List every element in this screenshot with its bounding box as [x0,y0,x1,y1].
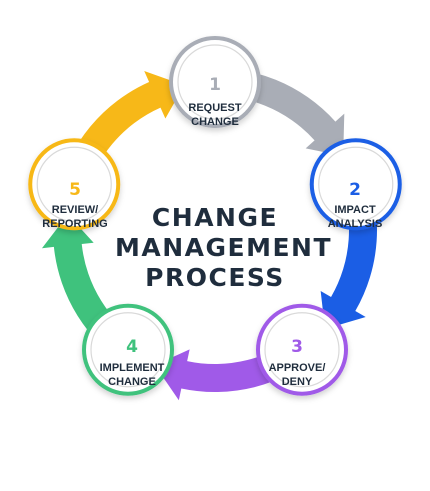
center-title-line-1: CHANGE [151,203,279,232]
step-2-label-line-1: IMPACT [334,204,376,216]
step-1-label-line-2: CHANGE [191,116,239,128]
step-2-number: 2 [349,180,361,200]
step-1-number: 1 [209,75,221,95]
step-5-label-line-1: REVIEW/ [51,204,99,216]
step-1-node [169,36,261,128]
step-1-label-line-1: REQUEST [188,102,242,114]
step-4-label-line-1: IMPLEMENT [99,362,165,374]
step-5-number: 5 [69,180,81,200]
step-3-label-line-1: APPROVE/ [268,362,326,374]
step-3-node [255,303,348,396]
step-2-node [309,138,402,231]
step-5-node [28,138,121,231]
step-2-inner-ring [318,146,394,222]
step-4-label-line-2: CHANGE [108,376,156,388]
step-3-number: 3 [291,337,303,357]
step-2-label-line-2: ANALYSIS [327,218,383,230]
step-1-inner-ring [177,44,253,120]
step-3-inner-ring [264,312,340,388]
center-title-line-2: MANAGEMENT [115,233,333,262]
step-4-number: 4 [126,337,138,357]
step-3-label-line-2: DENY [281,376,313,388]
step-4-inner-ring [90,312,166,388]
step-5-label-line-2: REPORTING [42,218,108,230]
center-title-line-3: PROCESS [145,263,285,292]
step-4-node [82,303,175,396]
step-5-inner-ring [36,146,112,222]
